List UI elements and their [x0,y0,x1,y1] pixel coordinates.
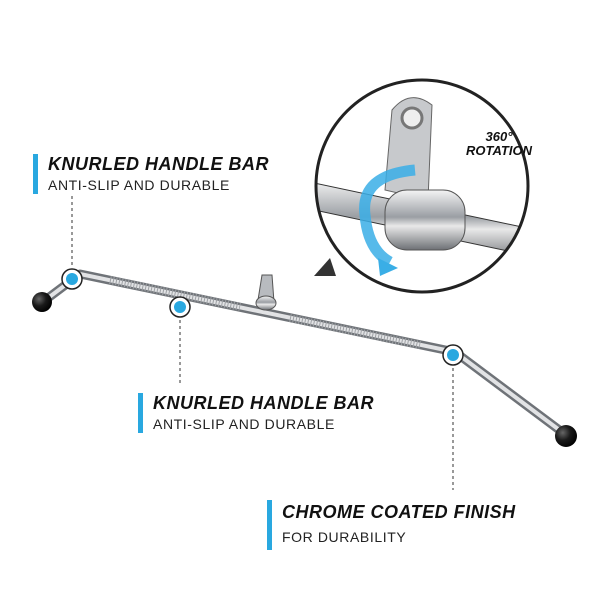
rotation-caption: 360° ROTATION [466,130,532,158]
swivel-detail-zoom [314,78,530,294]
hotspots [61,268,464,366]
callout-title: CHROME COATED FINISH [282,502,516,522]
callout-subtitle: FOR DURABILITY [282,529,407,545]
callout-title: KNURLED HANDLE BAR [153,393,374,413]
rotation-label: ROTATION [466,143,532,158]
callout-title: KNURLED HANDLE BAR [48,154,269,174]
callout-knurled-handle-left: KNURLED HANDLE BAR ANTI-SLIP AND DURABLE [33,154,269,194]
callout-knurled-handle-center: KNURLED HANDLE BAR ANTI-SLIP AND DURABLE [138,393,374,433]
callout-subtitle: ANTI-SLIP AND DURABLE [153,416,335,432]
callout-subtitle: ANTI-SLIP AND DURABLE [48,177,230,193]
leader-lines [71,196,454,490]
callout-chrome-finish: CHROME COATED FINISH FOR DURABILITY [267,500,516,550]
pointer-triangle [314,258,336,276]
rotation-degrees: 360° [485,129,513,144]
left-knob [32,292,52,312]
right-knob [555,425,577,447]
